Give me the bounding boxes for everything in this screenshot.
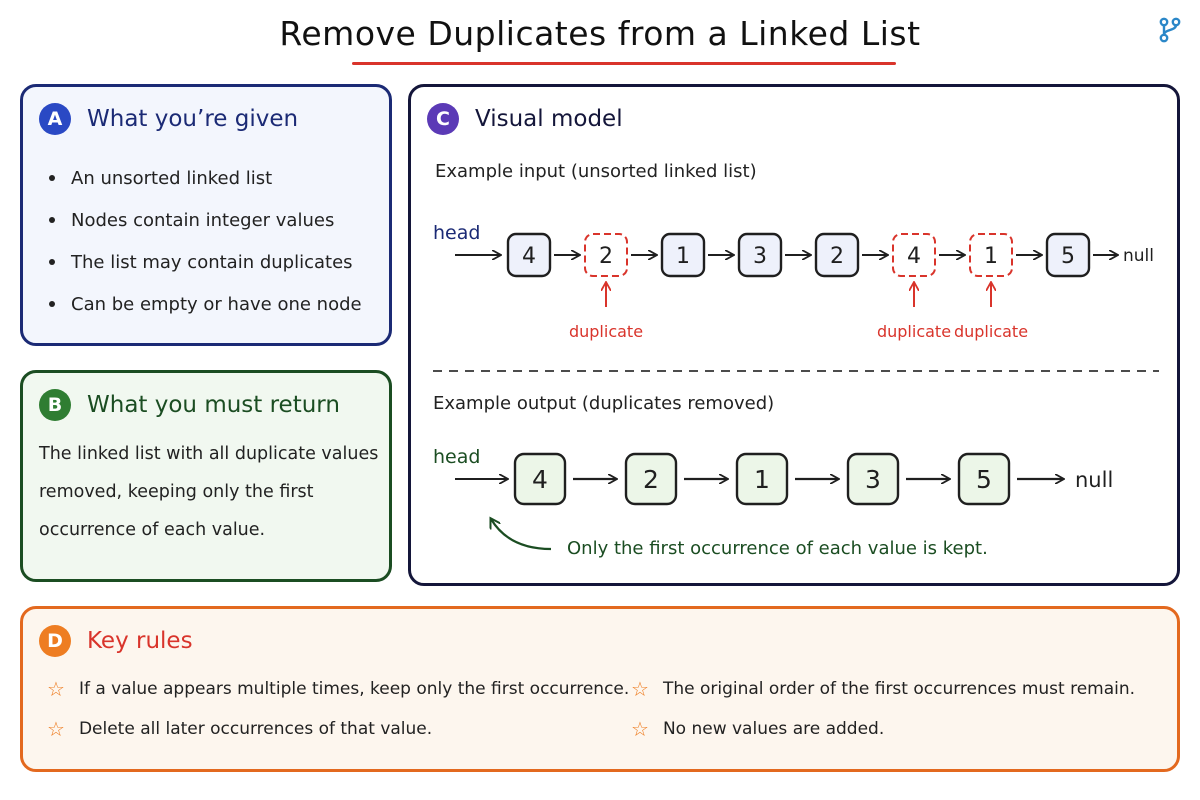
- key-rules-header: D Key rules: [39, 625, 193, 657]
- rules-right: ☆The original order of the first occurre…: [631, 669, 1135, 749]
- given-title: What you’re given: [87, 106, 299, 132]
- page-title: Remove Duplicates from a Linked List: [279, 14, 921, 53]
- node-value: 2: [643, 465, 659, 494]
- node-value: 4: [907, 244, 921, 269]
- title-underline: [352, 62, 896, 65]
- node-value: 1: [676, 244, 690, 269]
- rule-item: ☆No new values are added.: [631, 717, 885, 741]
- key-rules-card: D Key rules ☆If a value appears multiple…: [20, 606, 1180, 772]
- list-node: [814, 232, 860, 278]
- rule-item: ☆If a value appears multiple times, keep…: [47, 677, 630, 701]
- return-title: What you must return: [87, 392, 340, 418]
- rules-left: ☆If a value appears multiple times, keep…: [47, 669, 629, 749]
- given-item: The list may contain duplicates: [49, 241, 362, 283]
- list-node: [735, 452, 789, 506]
- list-node: [1045, 232, 1091, 278]
- node-value: 5: [1061, 244, 1075, 269]
- node-value: 5: [976, 465, 992, 494]
- given-item: Nodes contain integer values: [49, 199, 362, 241]
- star-icon: ☆: [631, 717, 649, 741]
- duplicate-label: duplicate: [877, 322, 951, 341]
- input-label: Example input (unsorted linked list): [435, 161, 757, 182]
- star-icon: ☆: [47, 717, 65, 741]
- node-value: 3: [753, 244, 767, 269]
- star-icon: ☆: [47, 677, 65, 701]
- given-item: Can be empty or have one node: [49, 283, 362, 325]
- star-icon: ☆: [631, 677, 649, 701]
- given-header: A What you’re given: [39, 103, 298, 135]
- key-rules-title: Key rules: [87, 628, 193, 654]
- bullet-icon: [49, 301, 55, 307]
- head-label: head: [433, 222, 480, 244]
- note-text: Only the first occurrence of each value …: [567, 538, 988, 559]
- duplicate-node: [969, 233, 1013, 277]
- head-label: head: [433, 446, 480, 468]
- linked-list-diagram: head 4 2 duplicate 1 3 2 4 duplicate 1 duplicate 5 n…: [433, 222, 1159, 559]
- output-label: Example output (duplicates removed): [433, 393, 775, 414]
- branch-icon: [1159, 17, 1181, 43]
- bullet-icon: [49, 217, 55, 223]
- bullet-icon: [49, 175, 55, 181]
- duplicate-label: duplicate: [954, 322, 1028, 341]
- duplicate-node: [584, 233, 628, 277]
- node-value: 2: [599, 244, 613, 269]
- return-text: The linked list with all duplicate value…: [39, 444, 379, 540]
- badge-b: B: [39, 389, 71, 421]
- badge-a: A: [39, 103, 71, 135]
- return-card: B What you must return The linked list w…: [20, 370, 392, 582]
- rule-item: ☆The original order of the first occurre…: [631, 677, 1136, 701]
- badge-d: D: [39, 625, 71, 657]
- return-header: B What you must return: [39, 389, 340, 421]
- node-value: 2: [830, 244, 844, 269]
- list-node: [957, 452, 1011, 506]
- list-node: [506, 232, 552, 278]
- given-item: An unsorted linked list: [49, 157, 362, 199]
- node-value: 1: [984, 244, 998, 269]
- node-value: 4: [522, 244, 536, 269]
- list-node: [513, 452, 567, 506]
- list-node: [624, 452, 678, 506]
- given-card: A What you’re given An unsorted linked l…: [20, 84, 392, 346]
- list-node: [846, 452, 900, 506]
- visual-model-header: C Visual model: [427, 103, 623, 135]
- visual-model-title: Visual model: [475, 106, 623, 132]
- list-node: [737, 232, 783, 278]
- badge-c: C: [427, 103, 459, 135]
- null-label: null: [1123, 246, 1154, 266]
- given-list: An unsorted linked list Nodes contain in…: [49, 157, 362, 325]
- node-value: 3: [865, 465, 881, 494]
- duplicate-label: duplicate: [569, 322, 643, 341]
- list-node: [660, 232, 706, 278]
- duplicate-node: [892, 233, 936, 277]
- note-arrow: [491, 519, 552, 551]
- node-value: 1: [754, 465, 770, 494]
- null-label: null: [1075, 468, 1113, 492]
- node-value: 4: [532, 465, 548, 494]
- rule-item: ☆Delete all later occurrences of that va…: [47, 717, 433, 741]
- bullet-icon: [49, 259, 55, 265]
- visual-model-card: C Visual model Example input (unsorted l…: [408, 84, 1180, 586]
